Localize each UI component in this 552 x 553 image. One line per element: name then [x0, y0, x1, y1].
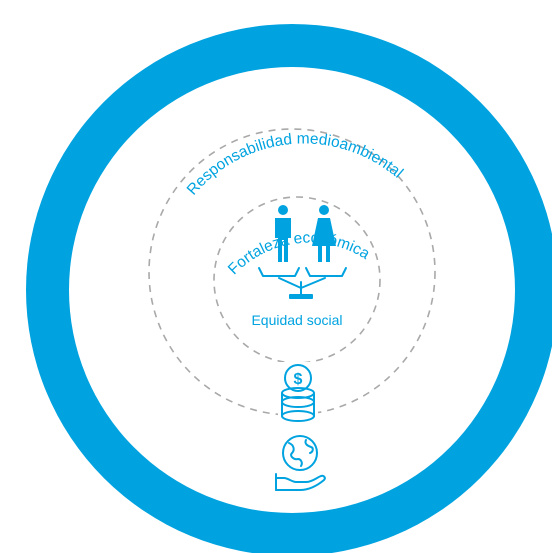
outer-ring-inner-area: [69, 67, 515, 513]
people-balance-scale-icon: [258, 205, 347, 299]
coin-stack-icon: $: [278, 362, 318, 422]
center-label: Equidad social: [251, 312, 342, 328]
svg-text:$: $: [294, 371, 303, 388]
globe-in-hand-icon: [268, 430, 328, 495]
